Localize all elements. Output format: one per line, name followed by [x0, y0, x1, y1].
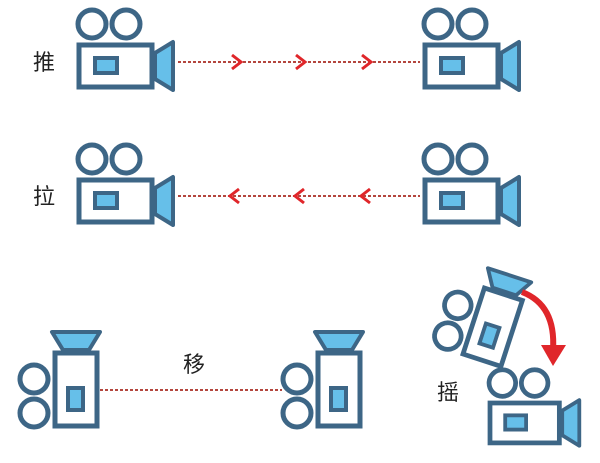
video-camera-icon: [283, 332, 363, 427]
video-camera-icon: [489, 370, 579, 446]
push-label: 推: [33, 51, 55, 76]
video-camera-icon: [20, 332, 100, 427]
arrow-head: [541, 345, 566, 366]
pan-group: 摇: [431, 259, 579, 446]
pull-row: 拉: [33, 145, 519, 225]
video-camera-icon: [78, 145, 173, 225]
video-camera-icon: [424, 145, 519, 225]
video-camera-icon: [431, 259, 531, 368]
pull-label: 拉: [33, 185, 55, 210]
move-label: 移: [183, 353, 205, 378]
video-camera-icon: [78, 10, 173, 90]
video-camera-icon: [424, 10, 519, 90]
move-row: 移: [20, 332, 363, 427]
curved-arrow-icon: [520, 289, 557, 351]
pan-label: 摇: [437, 381, 459, 406]
push-row: 推: [33, 10, 519, 90]
